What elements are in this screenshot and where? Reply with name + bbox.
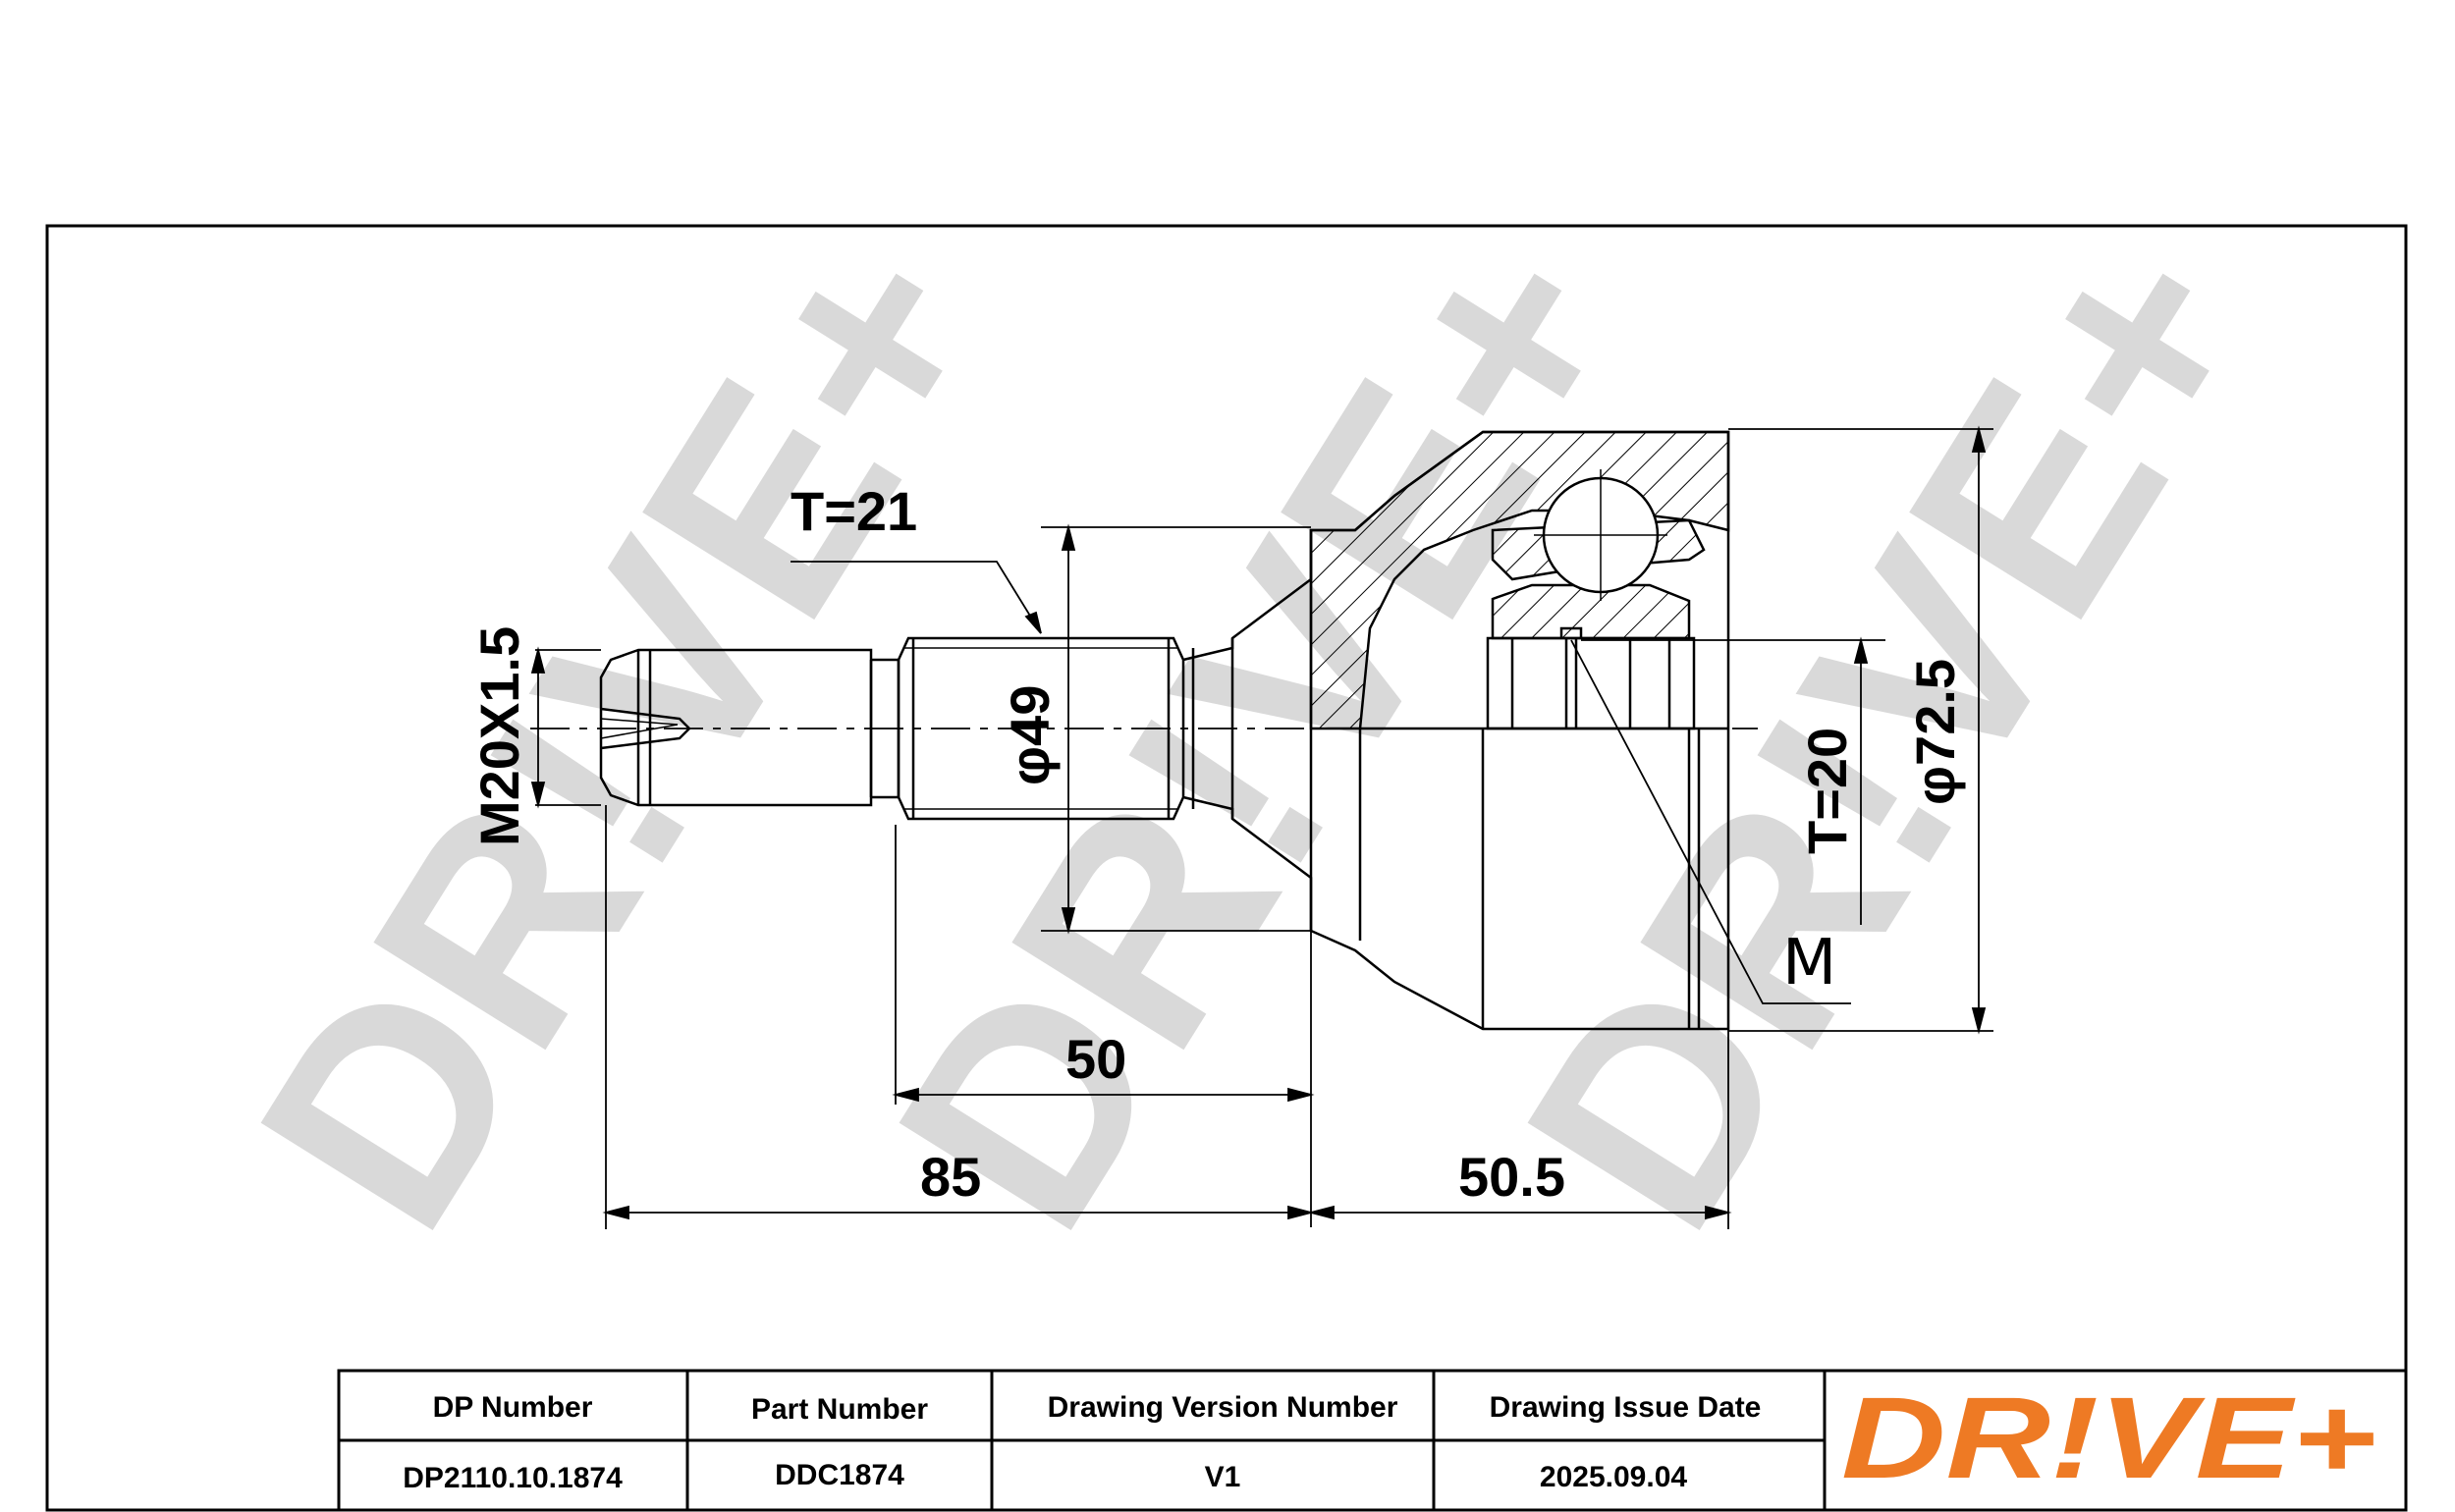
label-diameter-shaft: φ49 (999, 685, 1061, 785)
title-block: DP Number Part Number Drawing Version Nu… (337, 1369, 2408, 1512)
cv-joint-drawing (530, 430, 1758, 1031)
label-spline-right: T=20 (1796, 728, 1858, 854)
header-drawing-version: Drawing Version Number (1048, 1391, 1398, 1424)
label-thread: M20X1.5 (468, 626, 530, 846)
cage (1491, 583, 1691, 640)
dimension-lines (530, 425, 1993, 1229)
label-length-50: 50 (1065, 1028, 1126, 1090)
brand-logo: DR!VE+ (1841, 1374, 2376, 1503)
header-issue-date: Drawing Issue Date (1490, 1391, 1762, 1424)
dimension-labels: M20X1.5 T=21 φ49 T=20 φ72.5 M 50 85 50.5 (468, 480, 1966, 1208)
value-drawing-version: V1 (1205, 1461, 1241, 1493)
label-marker: M (1782, 927, 1836, 999)
label-length-85: 85 (920, 1146, 981, 1208)
header-part-number: Part Number (751, 1393, 928, 1426)
label-spline-left: T=21 (791, 480, 917, 542)
value-dp-number: DP2110.10.1874 (403, 1462, 623, 1494)
label-diameter-outer: φ72.5 (1904, 659, 1966, 805)
label-length-50-5: 50.5 (1458, 1146, 1565, 1208)
value-part-number: DDC1874 (775, 1459, 904, 1491)
inner-hub (1486, 636, 1696, 730)
value-issue-date: 2025.09.04 (1540, 1461, 1687, 1493)
header-dp-number: DP Number (433, 1391, 593, 1424)
